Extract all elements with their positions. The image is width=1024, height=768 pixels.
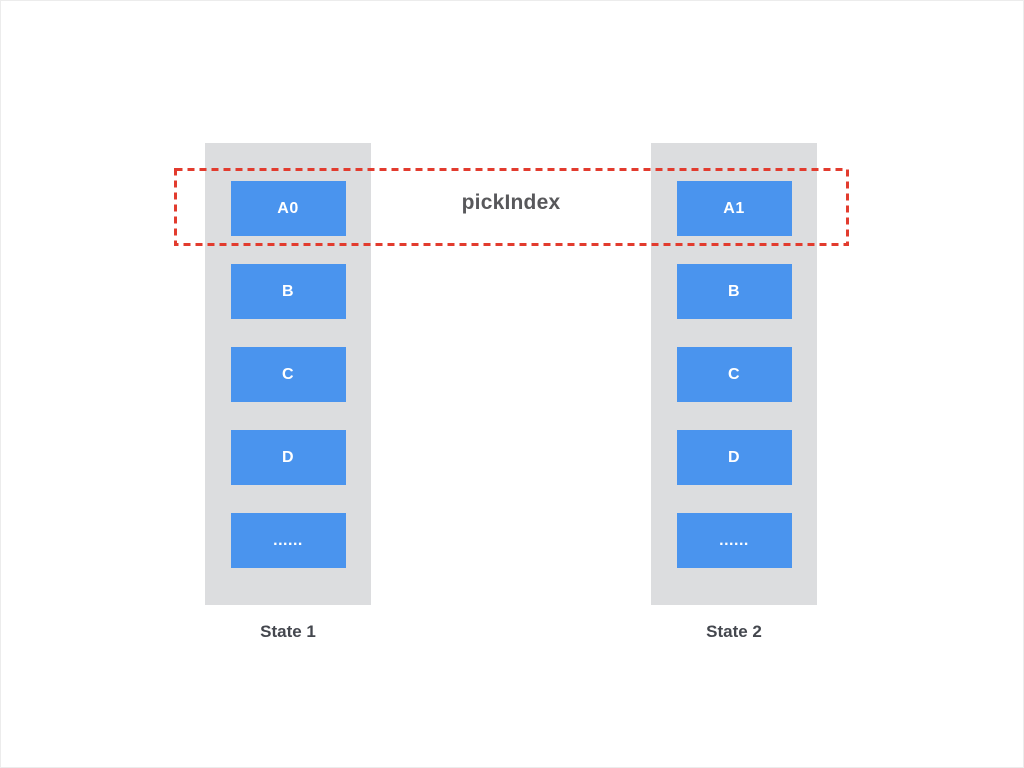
array-cell: A0 <box>230 181 346 236</box>
array-cell: C <box>230 347 346 402</box>
array-cell: A1 <box>676 181 792 236</box>
state2-label: State 2 <box>706 622 762 641</box>
array-cell: ...... <box>230 513 346 568</box>
state1-label: State 1 <box>260 622 316 641</box>
array-cell: D <box>230 430 346 485</box>
state2-column: A1 B C D ...... <box>651 143 817 605</box>
array-cell: C <box>676 347 792 402</box>
pick-index-label: pickIndex <box>461 191 561 214</box>
array-cell: B <box>230 264 346 319</box>
array-cell: B <box>676 264 792 319</box>
array-cell: ...... <box>676 513 792 568</box>
array-cell: D <box>676 430 792 485</box>
state1-column: A0 B C D ...... <box>205 143 371 605</box>
